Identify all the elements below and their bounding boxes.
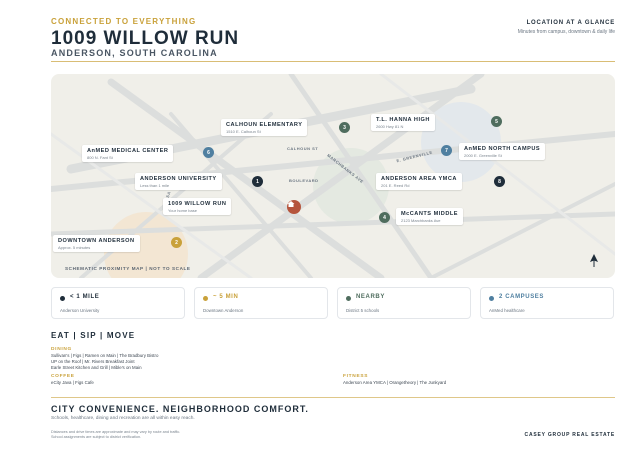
map-caption: SCHEMATIC PROXIMITY MAP | NOT TO SCALE	[65, 266, 191, 271]
stat-label: District 5 schools	[346, 308, 380, 313]
callout-title: ANDERSON AREA YMCA	[381, 176, 457, 182]
stat-label: Anderson University	[60, 308, 100, 313]
stat-value: 2 CAMPUSES	[499, 294, 545, 300]
road-diagonal-5	[429, 182, 615, 278]
road-marchbanks	[288, 74, 434, 278]
marker-3[interactable]: 3	[339, 122, 350, 133]
page-subtitle: ANDERSON, SOUTH CAROLINA	[51, 48, 218, 58]
coffee-label: COFFEE	[51, 374, 75, 379]
road-diagonal-2	[107, 78, 385, 278]
marker-7[interactable]: 7	[441, 145, 452, 156]
eat-sip-move-title: EAT | SIP | MOVE	[51, 331, 136, 340]
callout-title: AnMED MEDICAL CENTER	[87, 148, 169, 154]
road-label-calhoun: CALHOUN ST	[287, 146, 319, 151]
stat-label: AnMed healthcare	[489, 308, 525, 313]
fitness-label: FITNESS	[343, 374, 369, 379]
road-label-boulevard: BOULEVARD	[289, 178, 319, 183]
callout-title: AnMED NORTH CAMPUS	[464, 146, 541, 152]
coffee-line: eCity Java | Figs Cafe	[51, 380, 94, 385]
callout-sub: 2000 E. Greenville St	[464, 153, 502, 158]
road-diagonal-6	[169, 112, 313, 278]
stat-value: < 1 MILE	[70, 294, 100, 300]
stat-dot	[60, 296, 65, 301]
stat-value: ~ 5 MIN	[213, 294, 239, 300]
callout-sub: 800 N. Fant St	[87, 155, 113, 160]
center-zone	[313, 148, 389, 224]
callout-title: 1009 WILLOW RUN	[168, 201, 227, 207]
eyebrow-label: CONNECTED TO EVERYTHING	[51, 17, 197, 26]
proximity-map: CALHOUN ST BOULEVARD E. GREENVILLE MARCH…	[51, 74, 615, 278]
home-icon	[287, 201, 295, 207]
tagline-sub: Schools, healthcare, dining and recreati…	[51, 416, 195, 421]
callout-sub: Your home base	[168, 208, 197, 213]
callout-home[interactable]: 1009 WILLOW RUN Your home base	[163, 198, 232, 215]
stat-card-2: ~ 5 MIN Downtown Anderson	[194, 287, 328, 319]
road-minor-2	[379, 74, 615, 256]
stat-label: Downtown Anderson	[203, 308, 244, 313]
dining-label: DINING	[51, 347, 72, 352]
callout-calhoun-elementary[interactable]: CALHOUN ELEMENTARY 1510 E. Calhoun St	[221, 119, 308, 136]
glance-title: LOCATION AT A GLANCE	[526, 20, 615, 26]
dining-line: UP on the Roof | Mr. Rivers Breakfast Jo…	[51, 359, 135, 364]
brand-name: CASEY GROUP REAL ESTATE	[524, 432, 615, 438]
callout-title: McCANTS MIDDLE	[401, 211, 459, 217]
callout-mccants[interactable]: McCANTS MIDDLE 2123 Marchbanks Ave	[396, 208, 464, 225]
marker-1[interactable]: 1	[252, 176, 263, 187]
dining-line: Earle Street Kitchen and Grill | Mible's…	[51, 365, 142, 370]
callout-title: CALHOUN ELEMENTARY	[226, 122, 303, 128]
fitness-line: Anderson Area YMCA | Orangetheory | The …	[343, 380, 447, 385]
home-marker[interactable]	[287, 200, 301, 214]
stat-dot	[203, 296, 208, 301]
footer-divider	[51, 397, 615, 398]
stat-dot	[489, 296, 494, 301]
callout-sub: Less than 1 mile	[140, 183, 170, 188]
callout-anmed-north[interactable]: AnMED NORTH CAMPUS 2000 E. Greenville St	[459, 143, 546, 160]
callout-tl-hanna[interactable]: T.L. HANNA HIGH 2600 Hwy 81 N	[371, 114, 435, 131]
disclaimer: Distances and drive times are approximat…	[51, 430, 311, 440]
marker-4[interactable]: 4	[379, 212, 390, 223]
stat-card-3: NEARBY District 5 schools	[337, 287, 471, 319]
stats-row: < 1 MILE Anderson University ~ 5 MIN Dow…	[51, 287, 615, 319]
stat-dot	[346, 296, 351, 301]
tagline: CITY CONVENIENCE. NEIGHBORHOOD COMFORT.	[51, 404, 309, 414]
marker-8[interactable]: 8	[494, 176, 505, 187]
road-horizontal	[51, 211, 615, 237]
marker-5[interactable]: 5	[491, 116, 502, 127]
stat-value: NEARBY	[356, 294, 385, 300]
callout-title: DOWNTOWN ANDERSON	[58, 238, 135, 244]
marker-6[interactable]: 6	[203, 147, 214, 158]
stat-card-4: 2 CAMPUSES AnMed healthcare	[480, 287, 614, 319]
dining-list: Sullivan's | Figs | Ramen on Main | The …	[51, 353, 158, 371]
marker-2[interactable]: 2	[171, 237, 182, 248]
callout-sub: 2123 Marchbanks Ave	[401, 218, 441, 223]
callout-sub: 2600 Hwy 81 N	[376, 124, 404, 129]
callout-title: ANDERSON UNIVERSITY	[140, 176, 217, 182]
north-arrow-icon	[590, 254, 598, 267]
page-title: 1009 WILLOW RUN	[51, 28, 240, 49]
callout-sub: Approx. 5 minutes	[58, 245, 91, 250]
disclaimer-line: School assignments are subject to distri…	[51, 435, 142, 439]
callout-sub: 201 E. Reed Rd	[381, 183, 410, 188]
header-divider	[51, 61, 615, 62]
glance-subtitle: Minutes from campus, downtown & daily li…	[517, 29, 615, 35]
stat-card-1: < 1 MILE Anderson University	[51, 287, 185, 319]
road-diagonal-3	[197, 74, 485, 278]
callout-anmed-medical[interactable]: AnMED MEDICAL CENTER 800 N. Fant St	[82, 145, 174, 162]
callout-anderson-university[interactable]: ANDERSON UNIVERSITY Less than 1 mile	[135, 173, 222, 190]
disclaimer-line: Distances and drive times are approximat…	[51, 430, 181, 434]
callout-title: T.L. HANNA HIGH	[376, 117, 430, 123]
callout-ymca[interactable]: ANDERSON AREA YMCA 201 E. Reed Rd	[376, 173, 462, 190]
dining-line: Sullivan's | Figs | Ramen on Main | The …	[51, 353, 159, 358]
callout-downtown[interactable]: DOWNTOWN ANDERSON Approx. 5 minutes	[53, 235, 140, 252]
callout-sub: 1510 E. Calhoun St	[226, 129, 261, 134]
